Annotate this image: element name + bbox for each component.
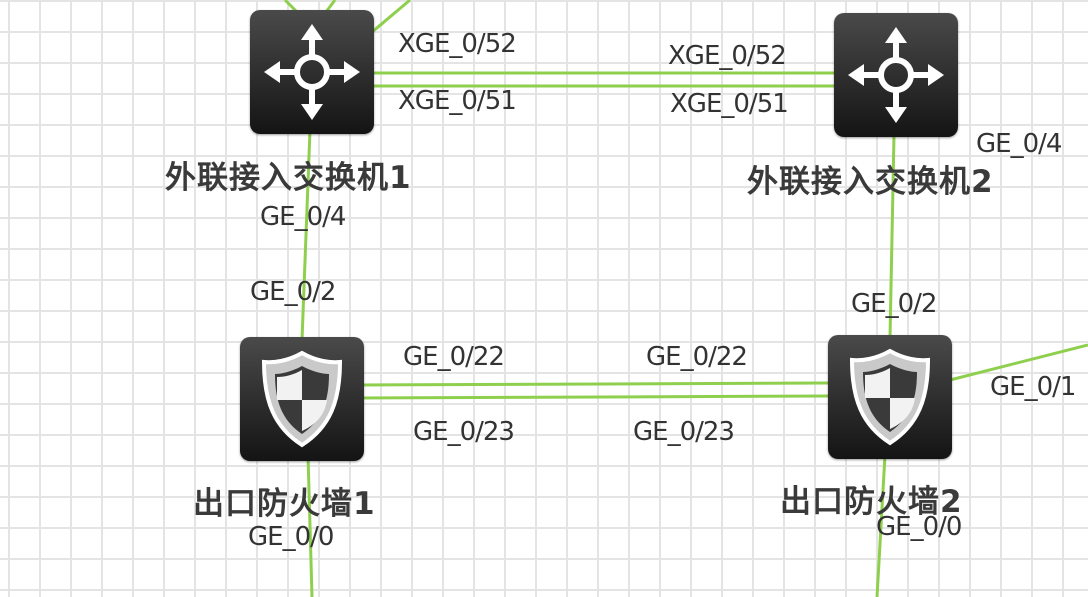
link-sw1-fw1[interactable] xyxy=(300,129,312,341)
port-label: XGE_0/51 xyxy=(398,86,517,116)
switch-1[interactable] xyxy=(250,10,374,134)
firewall-shield-icon xyxy=(261,350,343,448)
port-label: GE_0/4 xyxy=(260,202,346,232)
link-sw2-fw2[interactable] xyxy=(888,134,896,339)
port-label: XGE_0/52 xyxy=(668,41,787,71)
port-label: GE_0/2 xyxy=(851,289,937,319)
port-label: GE_0/1 xyxy=(990,372,1076,402)
port-label: GE_0/2 xyxy=(250,277,336,307)
port-label: XGE_0/52 xyxy=(398,29,517,59)
switch-2[interactable] xyxy=(834,13,958,137)
port-label: GE_0/22 xyxy=(646,342,748,372)
firewall-shield-icon xyxy=(849,348,931,446)
port-label: XGE_0/51 xyxy=(670,89,789,119)
switch-1-label: 外联接入交换机1 xyxy=(165,160,412,196)
port-label: GE_0/4 xyxy=(976,129,1062,159)
link-fw1-ge0[interactable] xyxy=(306,454,314,597)
port-label: GE_0/0 xyxy=(876,512,962,542)
link-fw1-fw2-ge22[interactable] xyxy=(359,381,831,387)
switch-2-label: 外联接入交换机2 xyxy=(747,164,994,200)
firewall-2[interactable] xyxy=(828,335,952,459)
firewall-2-label: 出口防火墙2 xyxy=(780,484,963,520)
switch-arrows-icon xyxy=(264,24,360,120)
link-fw2-ge0[interactable] xyxy=(875,454,887,597)
switch-arrows-icon xyxy=(848,27,944,123)
firewall-1-label: 出口防火墙1 xyxy=(193,486,376,522)
port-label: GE_0/23 xyxy=(633,417,735,447)
port-label: GE_0/22 xyxy=(403,342,505,372)
link-fw2-ge1[interactable] xyxy=(949,343,1088,382)
link-fw1-fw2-ge23[interactable] xyxy=(359,394,831,400)
port-label: GE_0/23 xyxy=(413,417,515,447)
firewall-1[interactable] xyxy=(240,337,364,461)
port-label: GE_0/0 xyxy=(248,522,334,552)
